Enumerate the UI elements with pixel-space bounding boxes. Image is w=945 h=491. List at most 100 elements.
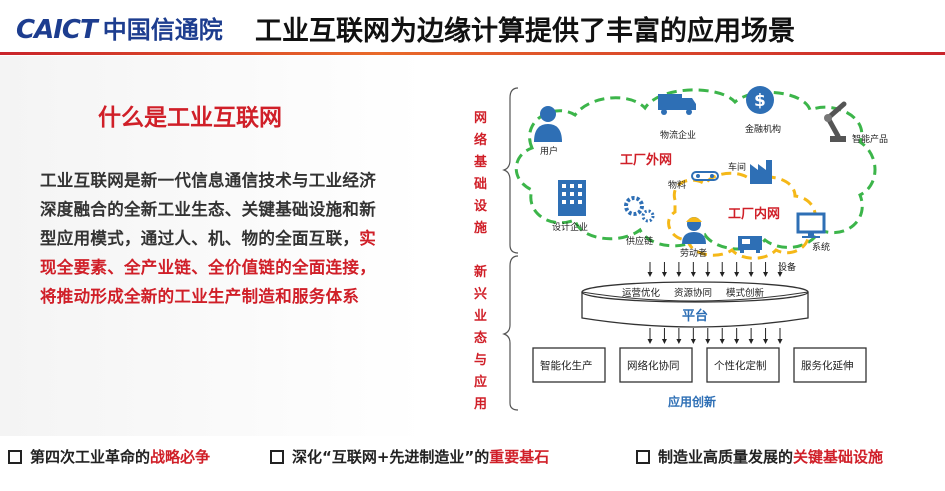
user-icon [534, 106, 562, 142]
robot-arm-icon [824, 101, 847, 142]
node-equipment: 设备 [778, 261, 796, 273]
monitor-icon [796, 212, 826, 238]
side-label-char: 与 [474, 353, 487, 368]
arrow-head [719, 339, 725, 344]
side-label-char: 基 [473, 154, 488, 170]
arrow-head [777, 339, 783, 344]
checkbox-icon [636, 449, 650, 464]
truck-icon [658, 94, 696, 115]
key-point-3-highlight: 关键基础设施 [793, 448, 884, 466]
machine-icon [738, 236, 762, 253]
node-worker: 劳动者 [680, 247, 707, 259]
side-label-char: 网 [474, 111, 487, 126]
platform-item-mode: 模式创新 [726, 287, 765, 299]
side-label-char: 兴 [474, 286, 487, 302]
definition-text: 工业互联网是新一代信息通信技术与工业经济深度融合的全新工业生态、关键基础设施和新… [40, 166, 378, 311]
key-point-1-plain: 第四次工业革命的 [30, 448, 151, 466]
side-label-char: 态 [474, 330, 487, 346]
content-background [0, 56, 945, 436]
node-supply: 供应链 [626, 235, 653, 247]
worker-icon [682, 217, 706, 244]
inner-cloud-label: 工厂内网 [728, 206, 780, 222]
platform-label: 平台 [682, 308, 708, 324]
logo-en: CAICT [16, 15, 98, 45]
arrow-head [705, 339, 711, 344]
arrow-head [690, 272, 696, 277]
arrow-head [763, 272, 769, 277]
key-point-2-highlight: 重要基石 [489, 448, 550, 466]
node-logistics: 物流企业 [660, 129, 696, 141]
arrow-head [748, 272, 754, 277]
node-workshop: 车间 [728, 161, 746, 173]
key-point-1: 第四次工业革命的战略必争 [8, 446, 210, 467]
bottom-bar [0, 440, 945, 490]
arrows-to-apps [647, 328, 783, 344]
arrow-head [705, 272, 711, 277]
side-label-char: 用 [473, 397, 487, 412]
building-icon [558, 180, 586, 216]
header-divider [0, 52, 945, 55]
definition-plain: 工业互联网是新一代信息通信技术与工业经济深度融合的全新工业生态、关键基础设施和新… [40, 171, 376, 248]
outer-cloud [514, 88, 877, 251]
arrow-head [676, 272, 682, 277]
conveyor-icon [691, 171, 719, 181]
side-label-char: 新 [474, 264, 487, 280]
app-boxes [532, 347, 867, 383]
node-user: 用户 [540, 145, 558, 157]
factory-icon [750, 160, 772, 184]
header: CAICT 中国信通院 工业互联网为边缘计算提供了丰富的应用场景 [0, 0, 945, 52]
platform-item-ops: 运营优化 [622, 287, 661, 299]
bracket-bottom [502, 255, 519, 411]
side-label-char: 设 [474, 199, 488, 214]
arrow-head [734, 272, 740, 277]
side-label-char: 应 [474, 374, 487, 390]
node-smart-product: 智能产品 [852, 133, 888, 145]
arrow-head [763, 339, 769, 344]
arrow-head [647, 272, 653, 277]
page-title: 工业互联网为边缘计算提供了丰富的应用场景 [255, 16, 795, 47]
platform-item-resource: 资源协同 [674, 287, 712, 299]
arrow-head [748, 339, 754, 344]
arrow-head [647, 339, 653, 344]
key-point-1-highlight: 战略必争 [150, 448, 211, 466]
app-smart-production: 智能化生产 [540, 359, 593, 372]
app-network-collab: 网络化协同 [627, 359, 680, 372]
logo-cn: 中国信通院 [102, 16, 223, 44]
svg-text:$: $ [754, 91, 766, 111]
node-design: 设计企业 [552, 221, 588, 233]
side-label-char: 业 [474, 308, 487, 324]
outer-cloud-label: 工厂外网 [620, 152, 672, 168]
checkbox-icon [8, 449, 22, 464]
arrow-head [661, 339, 667, 344]
node-finance: 金融机构 [745, 123, 781, 135]
apps-label: 应用创新 [668, 394, 716, 409]
key-point-2-plain: 深化“互联网+先进制造业”的 [292, 448, 490, 466]
definition-highlight: 实现全要素、全产业链、全价值链的全面连接，将推动形成全新的工业生产制造和服务体系 [40, 229, 377, 306]
arrow-head [676, 339, 682, 344]
key-point-2: 深化“互联网+先进制造业”的重要基石 [270, 446, 549, 467]
side-label-char: 础 [474, 176, 487, 192]
arrow-head [690, 339, 696, 344]
node-system: 系统 [812, 241, 830, 253]
node-material: 物料 [668, 179, 686, 191]
side-label-char: 施 [474, 220, 487, 236]
side-label-char: 络 [474, 132, 487, 148]
checkbox-icon [270, 449, 284, 464]
logo: CAICT 中国信通院 [16, 10, 223, 45]
platform [581, 281, 809, 328]
arrows-to-platform [647, 262, 783, 277]
bracket-top [502, 87, 519, 254]
app-customization: 个性化定制 [714, 359, 767, 372]
key-point-3: 制造业高质量发展的关键基础设施 [636, 446, 883, 467]
app-service-extension: 服务化延伸 [801, 359, 854, 372]
arrow-head [777, 272, 783, 277]
dollar-icon: $ [746, 86, 774, 114]
arrow-head [661, 272, 667, 277]
arrow-head [719, 272, 725, 277]
key-point-3-plain: 制造业高质量发展的 [658, 448, 794, 466]
section-title: 什么是工业互联网 [98, 105, 282, 131]
arrow-head [734, 339, 740, 344]
